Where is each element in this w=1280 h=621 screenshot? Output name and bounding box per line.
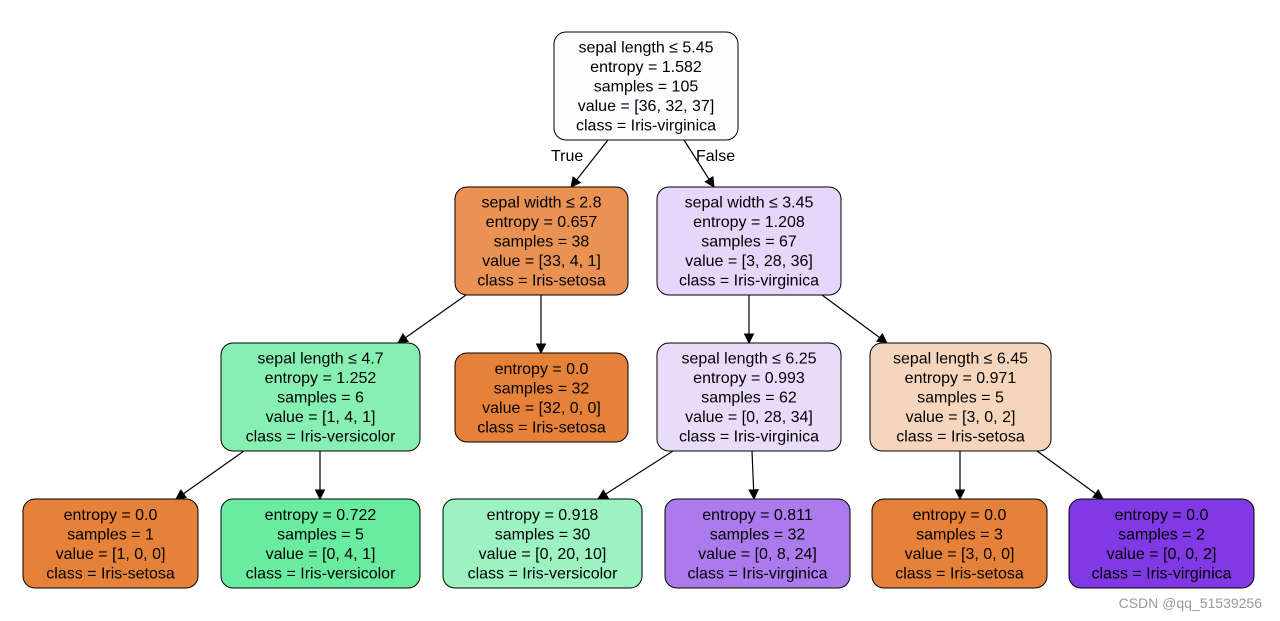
tree-node-n3: sepal length ≤ 4.7 entropy = 1.252 samples… bbox=[220, 342, 421, 452]
node-line: value = [3, 0, 0] bbox=[905, 546, 1015, 563]
node-line: entropy = 0.657 bbox=[486, 214, 598, 231]
node-line: entropy = 0.0 bbox=[913, 507, 1007, 524]
node-box bbox=[454, 352, 629, 443]
node-line: value = [36, 32, 37] bbox=[578, 98, 715, 115]
tree-node-n2: sepal width ≤ 3.45 entropy = 1.208 samples… bbox=[656, 186, 842, 296]
node-line: value = [1, 4, 1] bbox=[266, 409, 376, 426]
node-line: samples = 105 bbox=[594, 79, 699, 96]
edge-n2-n6 bbox=[821, 294, 888, 344]
node-box bbox=[664, 498, 851, 589]
node-line: entropy = 0.0 bbox=[1115, 507, 1209, 524]
node-line: samples = 32 bbox=[494, 380, 590, 397]
node-line: class = Iris-virginica bbox=[576, 118, 716, 135]
node-line: value = [1, 0, 0] bbox=[56, 546, 166, 563]
node-box bbox=[22, 498, 199, 589]
node-line: sepal length ≤ 5.45 bbox=[578, 40, 713, 57]
tree-node-n5: sepal length ≤ 6.25 entropy = 0.993 sample… bbox=[656, 342, 842, 452]
node-line: entropy = 1.252 bbox=[265, 370, 377, 387]
node-box bbox=[871, 498, 1048, 589]
node-line: value = [0, 8, 24] bbox=[698, 546, 817, 563]
tree-node-n10: entropy = 0.811 samples = 32 value = [0, 8… bbox=[664, 498, 851, 589]
edge-n5-n9 bbox=[597, 450, 674, 500]
node-line: class = Iris-virginica bbox=[687, 565, 827, 582]
tree-node-n11: entropy = 0.0 samples = 3 value = [3, 0, 0… bbox=[871, 498, 1048, 589]
node-box bbox=[220, 342, 421, 452]
tree-node-n9: entropy = 0.918 samples = 30 value = [0, 2… bbox=[442, 498, 643, 589]
edge-n6-n12 bbox=[1036, 450, 1104, 500]
node-line: entropy = 0.811 bbox=[702, 507, 813, 524]
node-line: samples = 32 bbox=[710, 526, 806, 543]
node-line: class = Iris-versicolor bbox=[246, 565, 396, 582]
edges-layer: True False bbox=[175, 139, 1104, 501]
tree-node-n0: sepal length ≤ 5.45 entropy = 1.582 sample… bbox=[553, 31, 739, 141]
tree-node-n6: sepal length ≤ 6.45 entropy = 0.971 sample… bbox=[869, 342, 1052, 452]
node-line: value = [0, 0, 2] bbox=[1107, 546, 1217, 563]
node-box bbox=[869, 342, 1052, 452]
tree-node-n8: entropy = 0.722 samples = 5 value = [0, 4,… bbox=[220, 498, 421, 589]
node-line: sepal length ≤ 4.7 bbox=[257, 351, 383, 368]
node-line: samples = 5 bbox=[277, 526, 364, 543]
node-line: class = Iris-setosa bbox=[477, 273, 606, 290]
node-line: samples = 2 bbox=[1118, 526, 1205, 543]
node-line: samples = 6 bbox=[277, 390, 364, 407]
node-line: class = Iris-setosa bbox=[895, 565, 1024, 582]
watermark-text: CSDN @qq_51539256 bbox=[1118, 595, 1262, 611]
node-line: entropy = 0.722 bbox=[265, 507, 377, 524]
node-line: samples = 30 bbox=[495, 526, 591, 543]
node-line: samples = 5 bbox=[917, 390, 1004, 407]
node-line: value = [0, 28, 34] bbox=[685, 409, 813, 426]
tree-node-n1: sepal width ≤ 2.8 entropy = 0.657 samples … bbox=[454, 186, 629, 296]
node-line: class = Iris-versicolor bbox=[246, 429, 396, 446]
node-line: class = Iris-setosa bbox=[896, 429, 1025, 446]
edge-label-n0-n2: False bbox=[696, 148, 735, 165]
node-line: class = Iris-virginica bbox=[1091, 565, 1231, 582]
node-line: class = Iris-versicolor bbox=[468, 565, 618, 582]
tree-node-n12: entropy = 0.0 samples = 2 value = [0, 0, 2… bbox=[1068, 498, 1255, 589]
node-line: class = Iris-virginica bbox=[679, 429, 819, 446]
node-line: value = [0, 20, 10] bbox=[479, 546, 607, 563]
nodes-layer: sepal length ≤ 5.45 entropy = 1.582 sample… bbox=[22, 31, 1255, 589]
edge-n1-n3 bbox=[397, 294, 467, 344]
edge-n5-n10 bbox=[748, 450, 759, 501]
node-line: samples = 67 bbox=[701, 234, 797, 251]
edge-n0-n2 bbox=[683, 139, 715, 188]
node-line: entropy = 0.0 bbox=[64, 507, 158, 524]
node-box bbox=[442, 498, 643, 589]
tree-node-n4: entropy = 0.0 samples = 32 value = [32, 0,… bbox=[454, 352, 629, 443]
edge-n0-n1 bbox=[570, 139, 609, 188]
edge-label-n0-n1: True bbox=[551, 148, 583, 165]
node-box bbox=[220, 498, 421, 589]
tree-node-n7: entropy = 0.0 samples = 1 value = [1, 0, 0… bbox=[22, 498, 199, 589]
node-line: entropy = 0.993 bbox=[693, 370, 805, 387]
node-line: sepal width ≤ 2.8 bbox=[482, 195, 602, 212]
node-line: entropy = 0.918 bbox=[487, 507, 599, 524]
node-box bbox=[454, 186, 629, 296]
node-line: value = [3, 28, 36] bbox=[685, 253, 813, 270]
node-line: entropy = 0.0 bbox=[495, 361, 589, 378]
node-line: value = [3, 0, 2] bbox=[906, 409, 1016, 426]
node-box bbox=[656, 186, 842, 296]
node-box bbox=[553, 31, 739, 141]
edge-n3-n7 bbox=[175, 450, 245, 500]
node-line: samples = 3 bbox=[916, 526, 1003, 543]
node-line: samples = 1 bbox=[67, 526, 154, 543]
node-line: sepal length ≤ 6.25 bbox=[681, 351, 816, 368]
node-box bbox=[656, 342, 842, 452]
node-line: value = [32, 0, 0] bbox=[482, 400, 601, 417]
node-line: entropy = 1.208 bbox=[693, 214, 805, 231]
node-line: samples = 62 bbox=[701, 390, 797, 407]
node-line: class = Iris-setosa bbox=[46, 565, 175, 582]
node-line: sepal width ≤ 3.45 bbox=[685, 195, 814, 212]
node-line: sepal length ≤ 6.45 bbox=[893, 351, 1028, 368]
node-line: samples = 38 bbox=[494, 234, 590, 251]
node-line: class = Iris-setosa bbox=[477, 419, 606, 436]
node-line: entropy = 0.971 bbox=[905, 370, 1017, 387]
node-line: value = [33, 4, 1] bbox=[482, 253, 601, 270]
node-line: class = Iris-virginica bbox=[679, 273, 819, 290]
node-box bbox=[1068, 498, 1255, 589]
node-line: value = [0, 4, 1] bbox=[266, 546, 376, 563]
node-line: entropy = 1.582 bbox=[590, 59, 702, 76]
